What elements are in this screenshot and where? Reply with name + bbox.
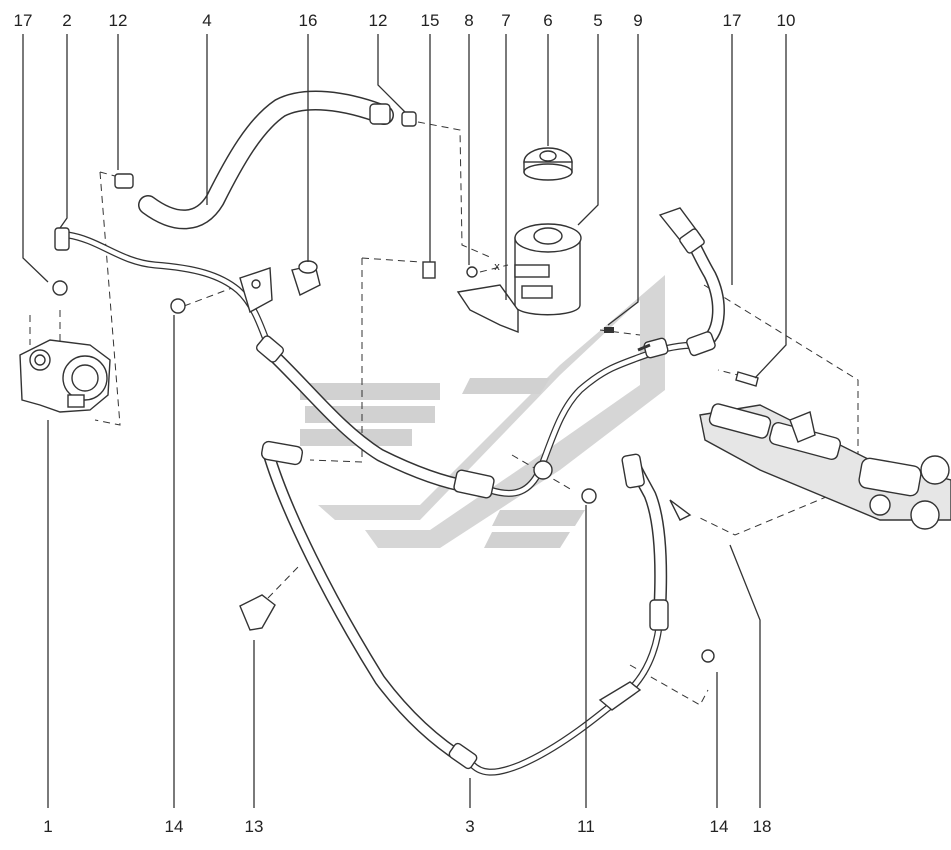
bolt-14-left: [170, 298, 186, 314]
clip-15: [422, 261, 436, 279]
callout-4: 4: [202, 11, 211, 30]
callout-5: 5: [593, 11, 602, 30]
clip-13: [239, 594, 276, 631]
screw-8: [466, 266, 478, 278]
callout-12-left: 12: [109, 11, 128, 30]
assembly-dashed-lines: [29, 121, 859, 706]
callout-7: 7: [501, 11, 510, 30]
clamp-12-right: [401, 111, 417, 127]
callout-9: 9: [633, 11, 642, 30]
hose-crimp: [453, 469, 495, 499]
hoses-and-pipes: [64, 90, 725, 776]
callout-11: 11: [577, 817, 595, 836]
callout-2: 2: [62, 11, 71, 30]
callout-18: 18: [753, 817, 772, 836]
small-parts: [114, 111, 759, 663]
callout-3: 3: [465, 817, 474, 836]
callout-17-right: 17: [723, 11, 742, 30]
callout-13: 13: [245, 817, 264, 836]
clamp-12-left: [114, 173, 134, 189]
callout-17-left: 17: [14, 11, 33, 30]
leader-lines: [22, 34, 787, 808]
bolt-10: [735, 371, 759, 387]
callout-10: 10: [777, 11, 796, 30]
callout-16: 16: [299, 11, 318, 30]
o-ring-17: [52, 280, 68, 296]
callout-6: 6: [543, 11, 552, 30]
callout-14-left: 14: [165, 817, 184, 836]
callout-15: 15: [421, 11, 440, 30]
callout-8: 8: [464, 11, 473, 30]
steering-rack: [699, 403, 951, 530]
reservoir-assembly: [422, 147, 582, 334]
callout-12-right: 12: [369, 11, 388, 30]
bracket-7: [456, 284, 519, 334]
fittings: [239, 103, 716, 770]
reservoir-mark: x: [494, 261, 500, 273]
bolt-11: [581, 488, 597, 504]
bolt-14-right: [701, 649, 715, 663]
callout-14-right: 14: [710, 817, 729, 836]
callout-numbers: 17 2 12 4 16 12 15 8 7 6 5 9 17 10 1 14 …: [14, 11, 796, 836]
callout-1: 1: [43, 817, 52, 836]
power-steering-pump: [19, 227, 111, 413]
